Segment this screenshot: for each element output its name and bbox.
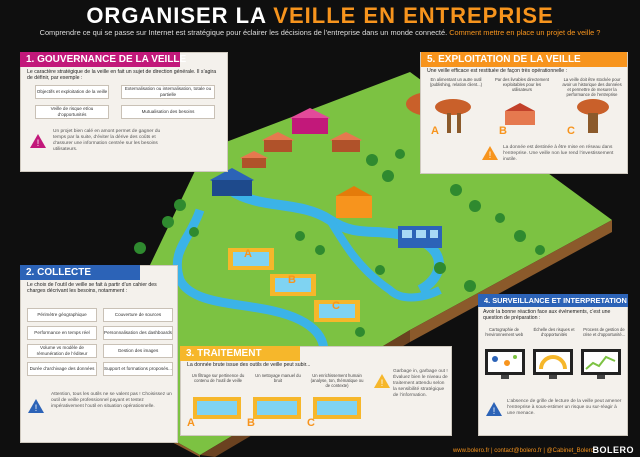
exploitation-letter-c: C: [567, 125, 575, 137]
collecte-box-performance: Performance en temps réel: [27, 326, 97, 340]
collecte-box-support: Support et formations proposés...: [103, 362, 173, 376]
svg-text:!: !: [489, 150, 492, 160]
panel-gouvernance-intro: Le caractère stratégique de la veille en…: [27, 69, 217, 82]
subtitle-question: Comment mettre en place un projet de vei…: [449, 28, 601, 37]
panel-gouvernance: 1. GOUVERNANCE DE LA VEILLE Le caractère…: [20, 52, 228, 172]
pool-letter-b: B: [288, 274, 296, 286]
page-title: ORGANISER LA VEILLE EN ENTREPRISE: [0, 3, 640, 29]
collecte-box-perimetre: Périmètre géographique: [27, 308, 97, 322]
pool-letter-c: C: [332, 300, 340, 312]
surveillance-item-crise: Process de gestion de crise et d’opportu…: [582, 327, 626, 337]
warning-icon: !: [28, 399, 44, 413]
page-subtitle: Comprendre ce qui se passe sur Internet …: [0, 28, 640, 37]
warning-icon: !: [30, 134, 46, 148]
svg-text:!: !: [35, 403, 38, 413]
traitement-illustrations: [193, 397, 361, 419]
panel-surveillance-intro: Avoir la bonne réaction face aux événeme…: [483, 309, 611, 322]
svg-text:!: !: [37, 138, 40, 148]
exploitation-step-c-label: La veille doit être stockée pour avoir u…: [562, 77, 622, 97]
collecte-box-personnalisation: Personnalisation des dashboards: [103, 326, 173, 340]
warning-icon: !: [486, 402, 502, 416]
traitement-step-b-label: Un nettoyage manuel du bruit: [255, 373, 301, 383]
river-2: [172, 208, 329, 384]
panel-traitement: 3. TRAITEMENT La donnée brute issue des …: [180, 346, 452, 436]
trees: [134, 149, 545, 337]
panel-exploitation-warning: La donnée est destinée à être mise en ré…: [503, 145, 614, 162]
footer-links[interactable]: www.bolero.fr | contact@bolero.fr | @Cab…: [452, 448, 594, 454]
exploitation-step-a-label: En alimentant un autre outil (publishing…: [429, 77, 483, 87]
panel-surveillance-title: 4. SURVEILLANCE ET INTERPRETATION: [478, 294, 628, 307]
gouvernance-box-objectifs: Objectifs et exploitation de la veille: [35, 85, 109, 99]
panel-gouvernance-warning: Un projet bien calé en amont permet de g…: [53, 129, 161, 152]
collecte-box-archivage: Durée d’archivage des données: [27, 362, 97, 376]
collecte-box-couverture: Couverture de sources: [103, 308, 173, 322]
panel-collecte-title: 2. COLLECTE: [20, 265, 140, 280]
warning-icon: !: [374, 374, 390, 388]
panel-collecte-intro: Le choix de l’outil de veille se fait à …: [27, 282, 157, 295]
collecte-box-volume: Volume vs modèle de rémunération de l’éd…: [27, 344, 97, 358]
panel-surveillance-warning: L’absence de grille de lecture de la vei…: [507, 399, 622, 416]
surveillance-item-cartographie: Cartographie de l’environnement web: [484, 327, 524, 337]
title-part1: ORGANISER LA: [86, 3, 274, 28]
panel-traitement-intro: La donnée brute issue des outils de veil…: [187, 362, 311, 368]
exploitation-step-b-label: Par des livrables directement exploitabl…: [495, 77, 549, 92]
title-part2: VEILLE EN ENTREPRISE: [273, 3, 554, 28]
exploitation-letter-a: A: [431, 125, 439, 137]
traitement-step-a-label: Un filtrage sur pertinence du contenu de…: [191, 373, 245, 383]
svg-text:!: !: [493, 406, 496, 416]
surveillance-screens: [485, 349, 621, 379]
subtitle-part1: Comprendre ce qui se passe sur Internet …: [39, 28, 450, 37]
panel-gouvernance-title: 1. GOUVERNANCE DE LA VEILLE: [20, 52, 186, 67]
exploitation-letter-b: B: [499, 125, 507, 137]
exploitation-illustrations: [435, 99, 609, 133]
traitement-step-c-label: Un enrichissement humain (analyse, ton, …: [310, 373, 364, 388]
gouvernance-box-mutualisation: Mutualisation des besoins: [121, 105, 215, 119]
header: ORGANISER LA VEILLE EN ENTREPRISE Compre…: [0, 0, 640, 44]
panel-traitement-title: 3. TRAITEMENT: [180, 346, 300, 361]
svg-text:!: !: [381, 378, 384, 388]
panel-exploitation-intro: Une veille efficace est restituée de faç…: [427, 68, 568, 74]
collecte-box-images: Gestion des images: [103, 344, 173, 358]
panel-surveillance: 4. SURVEILLANCE ET INTERPRETATION Avoir …: [478, 294, 628, 436]
pool-letter-a: A: [244, 248, 252, 260]
factory: [336, 196, 372, 218]
village-house-body: [292, 118, 328, 134]
panel-collecte-warning: Attention, tous les outils ne se valent …: [51, 392, 172, 409]
traitement-letter-c: C: [307, 417, 315, 429]
panel-exploitation-title: 5. EXPLOITATION DE LA VEILLE: [421, 52, 627, 67]
traitement-letter-a: A: [187, 417, 195, 429]
gouvernance-box-externalisation: Externalisation ou internalisation, tota…: [121, 85, 215, 99]
warning-icon: !: [482, 146, 498, 160]
surveillance-item-echelle: Échelle des risques et d’opportunités: [533, 327, 575, 337]
traitement-letter-b: B: [247, 417, 255, 429]
gouvernance-box-risque: Veille de risque et/ou d’opportunités: [35, 105, 109, 119]
panel-exploitation: 5. EXPLOITATION DE LA VEILLE Une veille …: [420, 52, 628, 174]
panel-traitement-warning: Garbage in, garbage out ! Évaluez bien l…: [393, 369, 448, 398]
panel-collecte: 2. COLLECTE Le choix de l’outil de veill…: [20, 265, 178, 443]
ground-front-right: [410, 220, 612, 342]
bolero-logo: BOLERO: [592, 445, 634, 455]
